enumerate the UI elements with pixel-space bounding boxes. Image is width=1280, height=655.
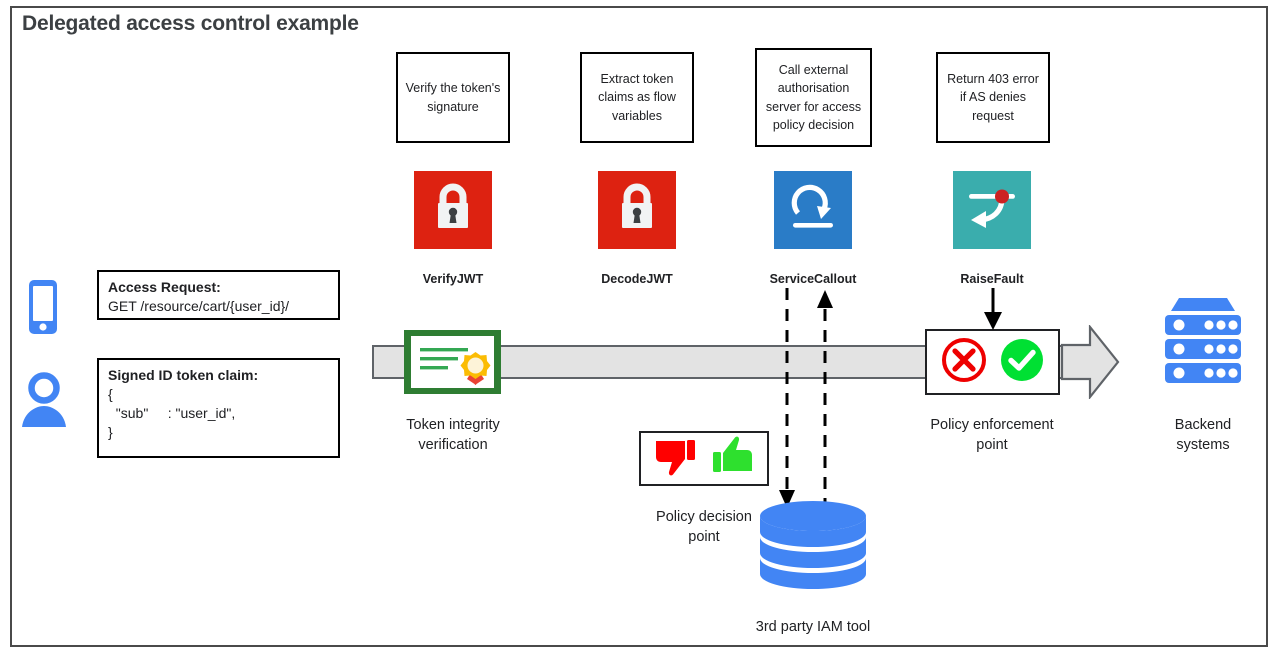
caption-policy-enforcement-line2: point	[976, 436, 1008, 453]
circular-arrow-icon	[784, 179, 842, 242]
token-claim-line-1: {	[108, 385, 113, 402]
raisefault-to-pep-arrow	[981, 288, 1005, 337]
policy-label-servicecallout: ServiceCallout	[769, 272, 857, 286]
caption-policy-decision: Policy decision point	[624, 508, 784, 547]
database-cylinder-icon	[758, 500, 868, 605]
user-person-icon	[20, 372, 68, 435]
token-claim-header: Signed ID token claim:	[108, 367, 259, 383]
caption-token-integrity: Token integrity verification	[373, 416, 533, 455]
server-rack-icon	[1157, 293, 1249, 394]
policy-tile-decodejwt[interactable]	[598, 171, 676, 249]
policy-description-servicecallout: Call external authorisation server for a…	[755, 48, 872, 147]
policy-tile-raisefault[interactable]	[953, 171, 1031, 249]
token-claim-line-3: }	[108, 423, 113, 440]
caption-token-integrity-line1: Token integrity	[406, 417, 500, 433]
caption-policy-decision-line1: Policy decision	[656, 509, 752, 525]
access-request-line: GET /resource/cart/{user_id}/	[108, 297, 290, 314]
caption-backend-line2: systems	[1176, 436, 1230, 453]
mobile-phone-icon	[22, 278, 64, 341]
signed-token-claim-box: Signed ID token claim: { "sub" : "user_i…	[97, 358, 340, 458]
green-check-circle-icon	[998, 336, 1046, 389]
caption-backend-systems: Backend systems	[1123, 416, 1280, 455]
policy-description-verifyjwt: Verify the token's signature	[396, 52, 510, 143]
caption-policy-enforcement-line1: Policy enforcement	[930, 417, 1054, 433]
access-request-header: Access Request:	[108, 279, 221, 295]
policy-description-raisefault: Return 403 error if AS denies request	[936, 52, 1050, 143]
policy-enforcement-point-box[interactable]	[925, 329, 1060, 395]
caption-iam-tool: 3rd party IAM tool	[755, 619, 871, 635]
policy-label-decodejwt: DecodeJWT	[601, 272, 673, 286]
policy-decision-point-box[interactable]	[639, 431, 769, 486]
caption-policy-decision-line2: point	[688, 528, 720, 545]
padlock-icon	[430, 182, 476, 239]
caption-token-integrity-line2: verification	[418, 436, 488, 453]
caption-policy-enforcement: Policy enforcement point	[912, 416, 1072, 455]
policy-description-decodejwt: Extract token claims as flow variables	[580, 52, 694, 143]
access-request-box: Access Request: GET /resource/cart/{user…	[97, 270, 340, 320]
fault-redirect-arrow-icon	[962, 179, 1022, 242]
padlock-icon	[614, 182, 660, 239]
policy-label-verifyjwt: VerifyJWT	[422, 272, 484, 286]
red-cross-circle-icon	[940, 336, 988, 389]
page-title: Delegated access control example	[22, 12, 359, 35]
policy-tile-servicecallout[interactable]	[774, 171, 852, 249]
thumbs-down-icon	[652, 435, 702, 482]
policy-label-raisefault: RaiseFault	[960, 272, 1024, 286]
thumbs-up-icon	[706, 435, 756, 482]
token-claim-line-2: "sub" : "user_id",	[108, 404, 236, 421]
caption-backend-line1: Backend	[1174, 417, 1232, 433]
iam-to-servicecallout-arrow	[813, 288, 837, 515]
servicecallout-to-iam-arrow	[775, 288, 799, 515]
policy-tile-verifyjwt[interactable]	[414, 171, 492, 249]
certificate-seal-icon	[404, 330, 501, 394]
